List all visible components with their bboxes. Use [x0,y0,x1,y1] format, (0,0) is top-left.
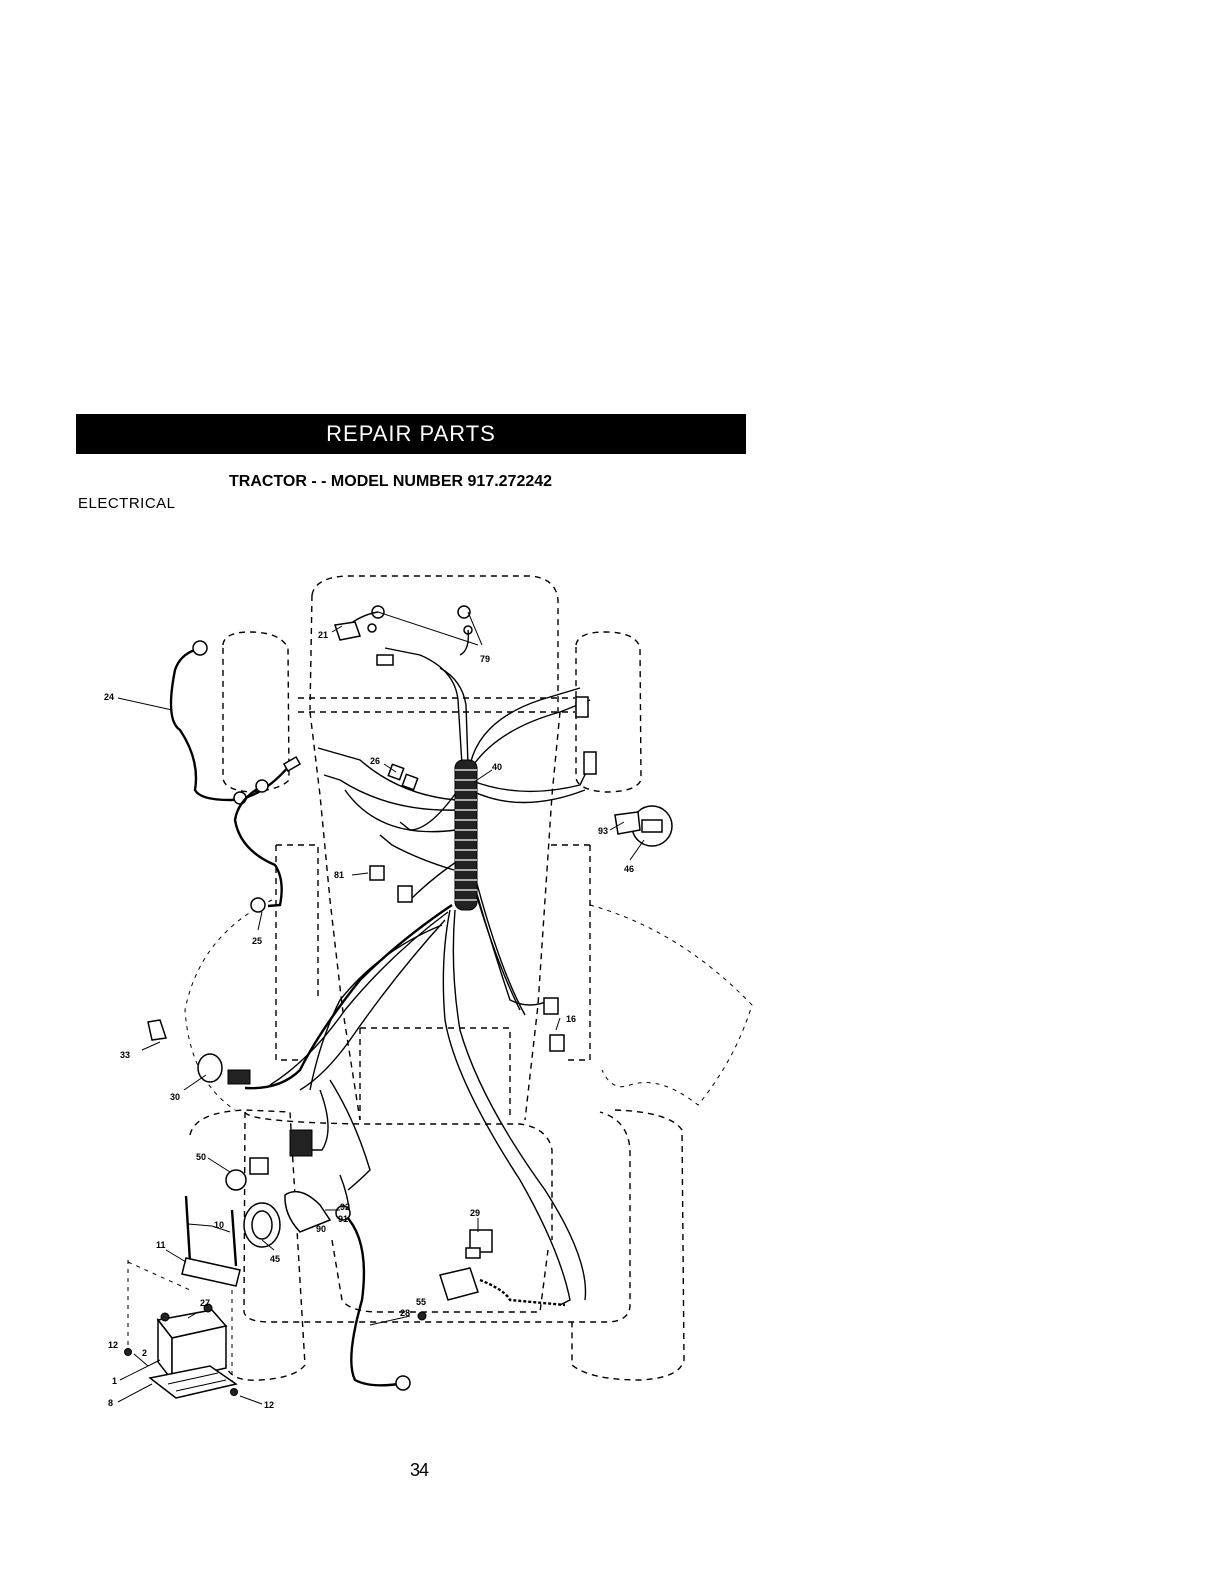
callout-90: 90 [316,1224,326,1234]
callout-40: 40 [492,762,502,772]
callout-91: 91 [338,1214,348,1224]
tractor-outline [127,575,753,1390]
footrest-right [548,844,591,1061]
battery-cable-24 [169,640,302,805]
callout-79: 79 [480,654,490,664]
plug-33 [147,1019,167,1041]
connector-right-b [583,751,597,775]
rear-left-wheel [189,1109,306,1381]
battery-holddown-11 [181,1257,241,1287]
battery-tray-8 [148,1365,238,1399]
model-title: TRACTOR - - MODEL NUMBER 917.272242 [229,473,553,490]
battery-holddown-rods-10 [184,1195,238,1267]
solenoid-29 [465,1229,493,1259]
callout-81: 81 [334,870,344,880]
connector-front [376,654,394,666]
hour-meter-46 [614,805,673,847]
callout-29: 29 [470,1208,480,1218]
headlight-switch-21 [334,621,361,641]
light-switch-50 [225,1157,269,1191]
footrest-left [275,844,319,1061]
ignition-switch-30 [197,1053,251,1085]
callout-50: 50 [196,1152,206,1162]
rear-right-wheel [571,1109,685,1381]
switch-16 [543,997,565,1052]
coil-cable [439,1267,566,1307]
screw-12-right [230,1388,238,1396]
connector-right-a [575,696,589,718]
callout-27: 27 [200,1298,210,1308]
front-axle-outline [298,697,575,713]
callout-1: 1 [112,1376,117,1386]
callout-46-upper: 46 [624,864,634,874]
banner-title: REPAIR PARTS [326,421,496,446]
callout-26: 26 [370,756,380,766]
screw-55 [417,1311,427,1321]
callout-21: 21 [318,630,328,640]
callout-10: 10 [214,1220,224,1230]
leader-lines [117,611,645,1405]
battery-tray-dashes [127,1260,233,1390]
callout-25: 25 [252,936,262,946]
callout-45: 45 [270,1254,280,1264]
callout-12-left: 12 [108,1340,118,1350]
callout-labels: 21 79 24 40 26 93 46 81 25 16 33 30 50 1… [104,630,634,1410]
section-label: ELECTRICAL [78,495,176,512]
harness-conduit-40 [454,759,478,911]
callout-55: 55 [416,1297,426,1307]
callout-93: 93 [598,826,608,836]
seat-pan-outline [359,1027,511,1120]
callout-33: 33 [120,1050,130,1060]
screw-12-left [124,1348,132,1356]
frame-right-rail [524,711,561,1121]
headlight-45 [243,1202,281,1248]
ground-cable-25 [233,779,283,913]
headlight-assemblies-79 [344,605,473,656]
connector-block [289,1129,313,1157]
hood-outline [309,575,559,712]
battery-1 [156,1303,228,1383]
front-right-wheel [575,631,642,793]
repair-parts-banner: REPAIR PARTS [76,414,746,454]
callout-16: 16 [566,1014,576,1024]
callout-12-right: 12 [264,1400,274,1410]
callout-28: 28 [400,1308,410,1318]
callout-92: 92 [340,1202,350,1212]
front-left-wheel [222,631,290,793]
wiring-harness [244,647,593,1306]
relay-81 [369,865,413,903]
relay-26 [387,763,419,791]
ground-cable-28 [335,1205,411,1391]
callout-2: 2 [142,1348,147,1358]
callout-11: 11 [156,1240,166,1250]
callout-8: 8 [108,1398,113,1408]
page-number: 34 [410,1460,429,1480]
rear-fender-outline [243,1111,631,1323]
callout-24: 24 [104,692,114,702]
mower-deck-outline [184,899,753,1111]
callout-30: 30 [170,1092,180,1102]
horn-bracket-90 [284,1190,332,1233]
seat-outline [331,1239,549,1313]
